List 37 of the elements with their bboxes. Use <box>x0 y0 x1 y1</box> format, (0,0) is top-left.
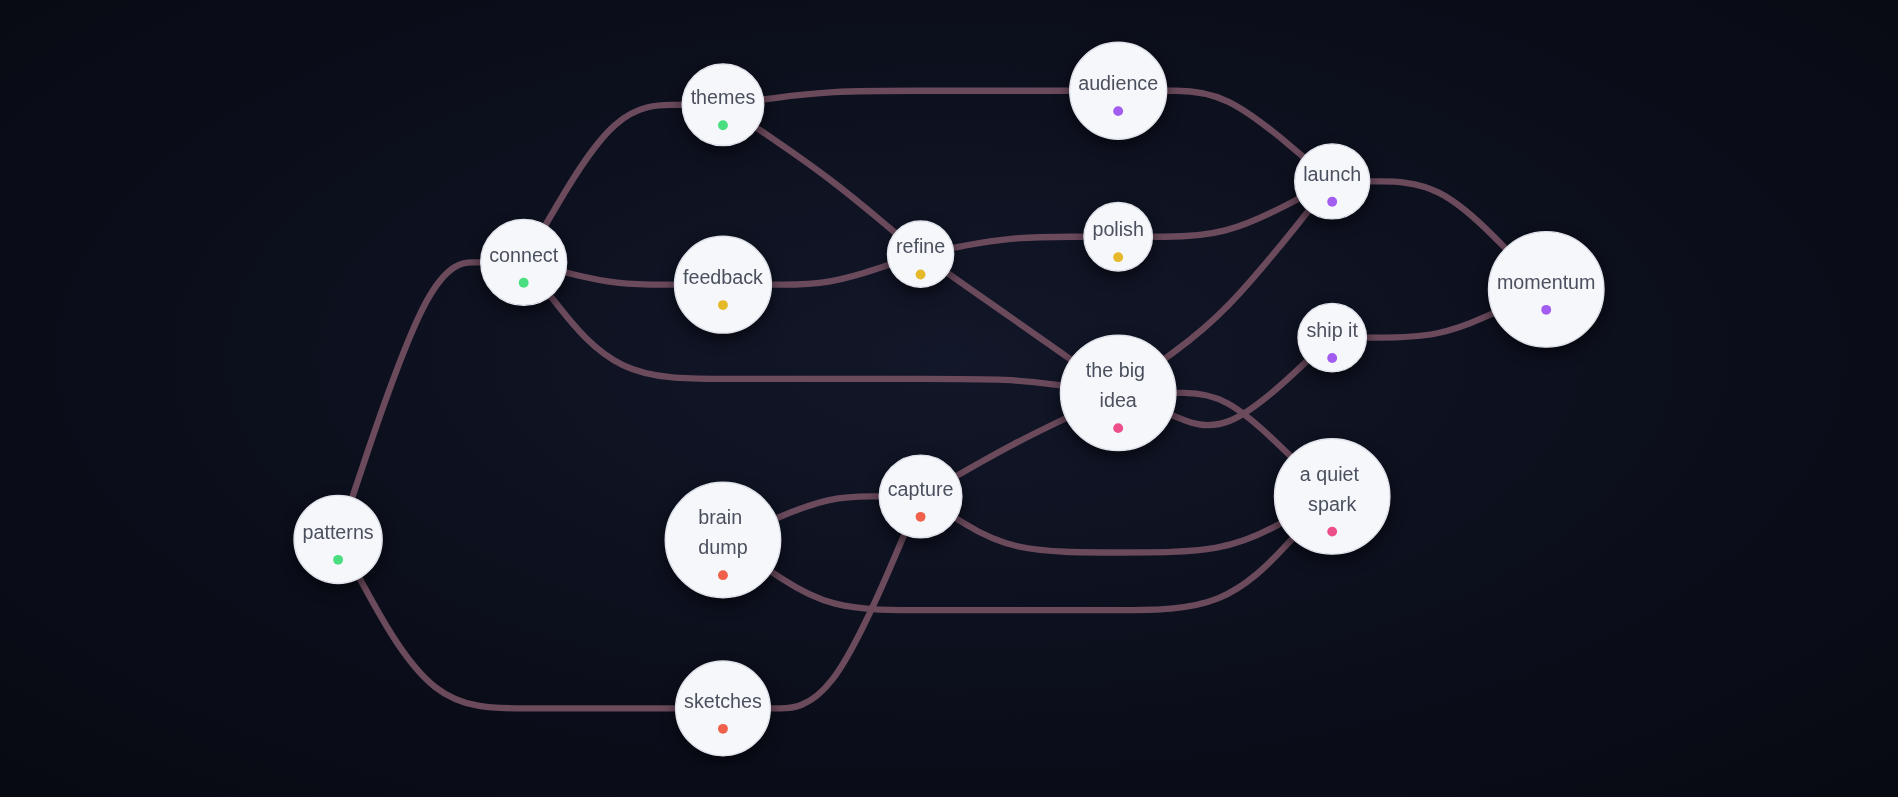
connector <box>1366 309 1495 341</box>
node-circle: polish <box>1083 201 1154 272</box>
connector <box>356 575 676 712</box>
connector <box>1166 87 1306 160</box>
connector <box>769 535 1295 613</box>
node-circle: ship it <box>1297 302 1368 372</box>
node-circle: sketches <box>674 659 771 756</box>
connector <box>542 101 683 227</box>
connector <box>762 87 1070 103</box>
connector <box>770 532 908 712</box>
connector <box>945 270 1073 362</box>
connector <box>1152 195 1301 240</box>
connector <box>1162 208 1312 361</box>
node-circle: audience <box>1069 41 1168 140</box>
node-circle: connect <box>480 218 568 306</box>
connector <box>754 124 898 235</box>
connector <box>564 268 675 288</box>
connector <box>349 258 481 499</box>
connector <box>1175 389 1293 459</box>
connector <box>954 514 1283 556</box>
node-circle: themes <box>681 62 765 146</box>
node-circle: momentum <box>1487 230 1605 348</box>
node-circle: a quiet spark <box>1273 437 1391 555</box>
connector <box>952 233 1084 251</box>
node-circle: capture <box>878 453 963 538</box>
node-circle: the big idea <box>1059 334 1177 451</box>
node-circle: feedback <box>673 235 773 334</box>
connector <box>547 293 1062 389</box>
node-circle: launch <box>1294 142 1371 220</box>
node-circle: refine <box>886 219 955 288</box>
connector <box>1170 358 1310 428</box>
connector <box>771 261 891 288</box>
connector <box>954 414 1068 479</box>
connector <box>1369 177 1508 251</box>
node-circle: brain dump <box>664 481 782 598</box>
node-circle: patterns <box>293 494 383 584</box>
connector <box>775 492 880 521</box>
